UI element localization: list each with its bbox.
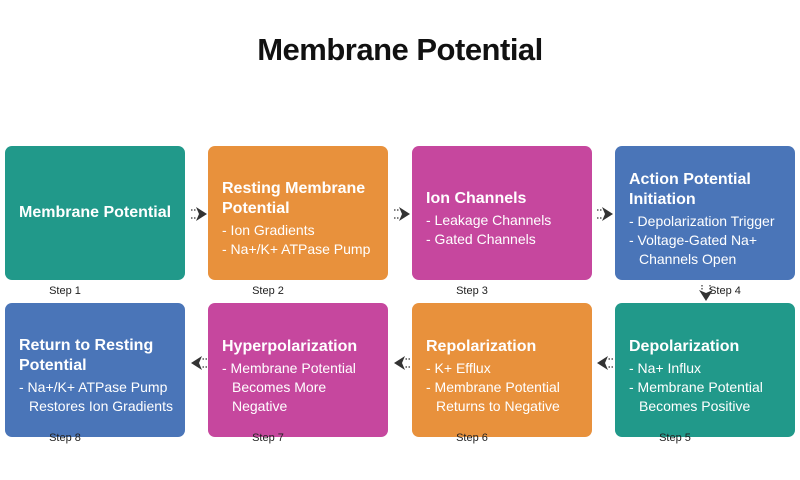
step-box-1: Membrane Potential [5, 146, 185, 280]
step-bullet: - Membrane Potential Returns to Negative [426, 378, 560, 414]
step-label: Step 5 [659, 432, 691, 444]
step-title: Membrane Potential [19, 204, 172, 221]
step-bullet-list: - Membrane Potential Becomes More Negati… [222, 359, 378, 416]
step-title: Repolarization [426, 337, 537, 355]
flow-arrow-right-icon [393, 205, 411, 223]
flow-arrow-left-icon [393, 354, 411, 372]
step-title: Return to Resting Potential [19, 337, 154, 374]
diagram-title: Membrane Potential [257, 32, 543, 67]
step-bullet: - K+ Efflux [426, 359, 491, 376]
step-label: Step 2 [252, 285, 284, 297]
step-bullet: - Na+/K+ ATPase Pump [222, 241, 371, 257]
flow-arrow-left-icon [596, 354, 614, 372]
step-label: Step 8 [49, 432, 81, 444]
step-box-8: Return to Resting Potential - Na+/K+ ATPa… [5, 303, 185, 437]
step-bullet: - Membrane Potential Becomes Positive [629, 378, 763, 414]
step-bullet: - Ion Gradients [222, 222, 315, 238]
step-bullet: - Na+/K+ ATPase Pump Restores Ion Gradie… [19, 379, 173, 414]
step-bullet: - Membrane Potential Becomes More Negati… [222, 359, 356, 414]
step-bullet: - Voltage-Gated Na+ Channels Open [629, 231, 758, 267]
step-box-3: Ion Channels - Leakage Channels - Gated Ch… [412, 146, 592, 280]
flow-arrow-right-icon [190, 205, 208, 223]
step-bullet-list: - Na+ Influx - Membrane Potential Becomes… [629, 359, 785, 416]
step-title: Resting Membrane Potential [222, 180, 366, 217]
flow-arrow-left-icon [190, 354, 208, 372]
step-title: Depolarization [629, 337, 740, 355]
step-label: Step 3 [456, 285, 488, 297]
step-box-7: Hyperpolarization - Membrane Potential Be… [208, 303, 388, 437]
step-label: Step 6 [456, 432, 488, 444]
step-bullet-list: - Ion Gradients - Na+/K+ ATPase Pump [222, 221, 378, 259]
step-label: Step 1 [49, 285, 81, 297]
step-bullet: - Gated Channels [426, 231, 536, 247]
step-box-5: Depolarization - Na+ Influx - Membrane Pot… [615, 303, 795, 437]
step-bullet: - Na+ Influx [629, 359, 701, 376]
step-bullet-list: - Depolarization Trigger - Voltage-Gated … [629, 212, 785, 269]
step-bullet-list: - K+ Efflux - Membrane Potential Returns … [426, 359, 582, 416]
step-box-4: Action Potential Initiation - Depolarizat… [615, 146, 795, 280]
step-bullet: - Leakage Channels [426, 212, 552, 228]
step-title: Ion Channels [426, 190, 527, 207]
step-box-2: Resting Membrane Potential - Ion Gradient… [208, 146, 388, 280]
step-bullet: - Depolarization Trigger [629, 212, 775, 229]
step-label: Step 4 [709, 285, 741, 297]
step-bullet-list: - Leakage Channels - Gated Channels [426, 211, 582, 249]
step-title: Hyperpolarization [222, 337, 358, 355]
step-box-6: Repolarization - K+ Efflux - Membrane Pote… [412, 303, 592, 437]
flow-arrow-down-icon [697, 284, 715, 302]
step-bullet-list: - Na+/K+ ATPase Pump Restores Ion Gradie… [19, 378, 175, 416]
step-title: Action Potential Initiation [629, 170, 751, 208]
step-label: Step 7 [252, 432, 284, 444]
flow-arrow-right-icon [596, 205, 614, 223]
